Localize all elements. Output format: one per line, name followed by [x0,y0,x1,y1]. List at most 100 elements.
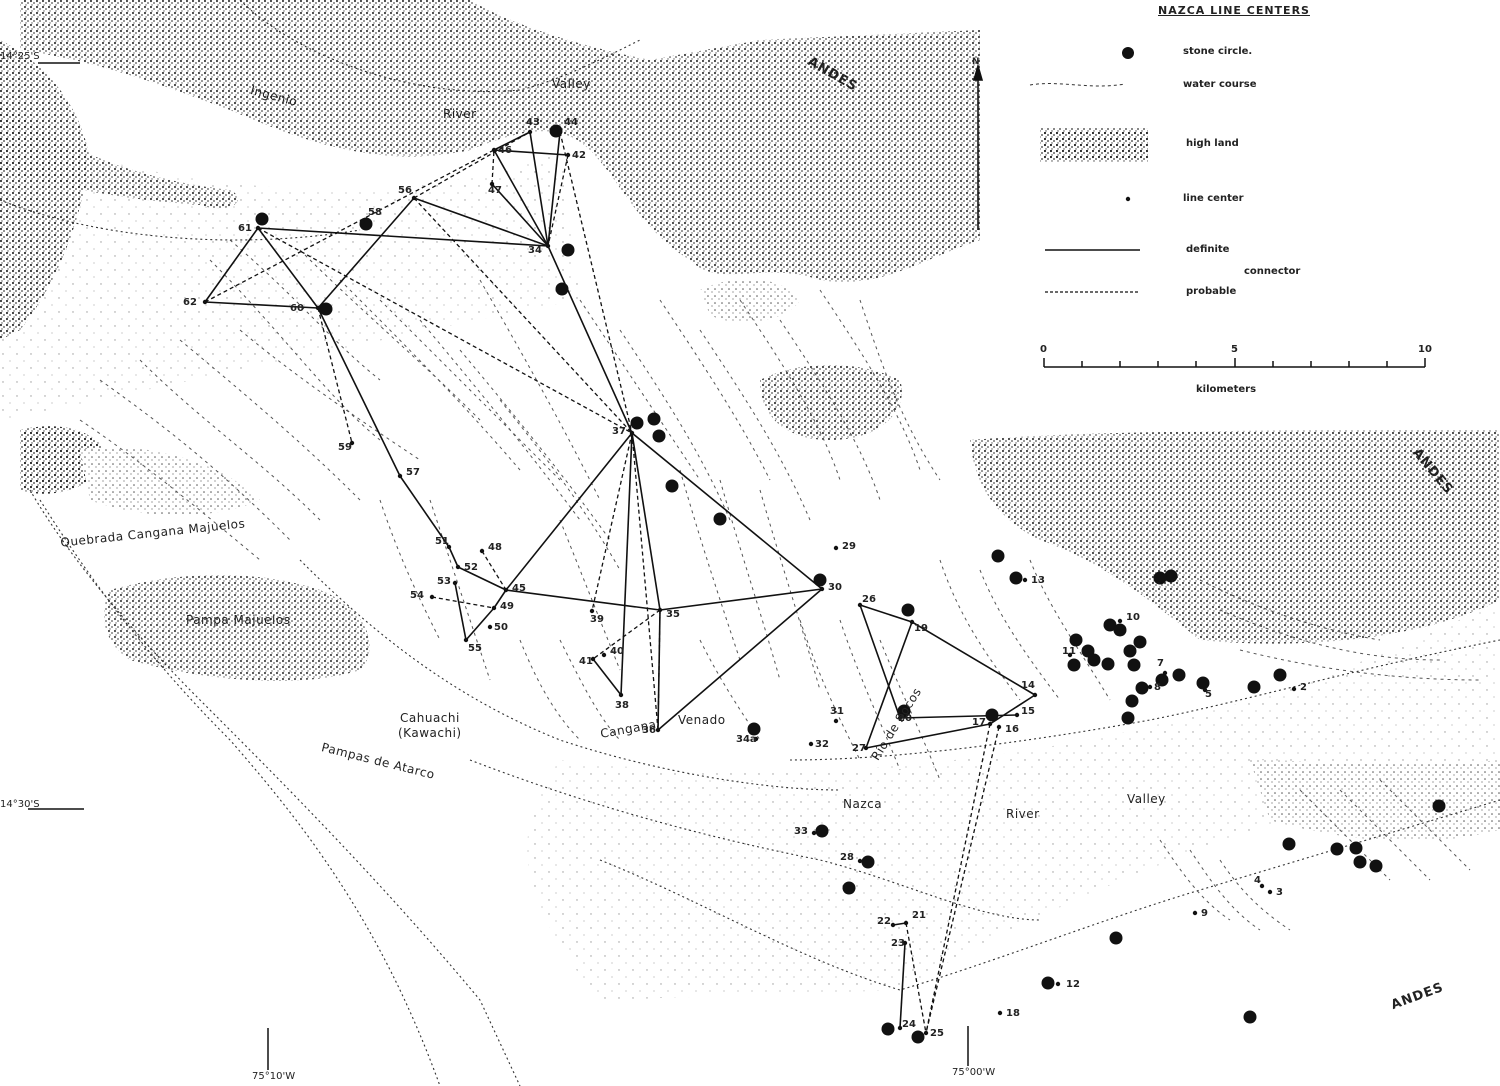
stone-circle-18 [1069,633,1083,647]
definite-connector-53-55 [454,582,467,641]
line-center-label-36: 36 [642,725,656,736]
line-center-35 [657,607,663,613]
line-center-label-22: 22 [877,916,891,927]
line-center-55 [463,637,469,643]
probable-connector-44-37 [559,131,633,434]
line-center-label-18: 18 [1006,1008,1020,1019]
valley-label-top: Valley [552,77,591,91]
line-center-label-52: 52 [464,562,478,573]
line-center-label-24: 24 [902,1019,916,1030]
line-center-label-15: 15 [1021,706,1035,717]
stone-circle-38 [861,855,875,869]
stone-circle-12 [1009,571,1023,585]
line-center-60 [315,305,321,311]
line-center-label-61: 61 [238,223,252,234]
line-center-label-37: 37 [612,426,626,437]
line-center-label-49: 49 [500,601,514,612]
water-course-5 [99,379,291,541]
water-course-2 [239,329,421,461]
stone-circle-32 [1172,668,1186,682]
latitude-label-top: 14°25'S [0,51,40,62]
water-course-21 [679,469,741,661]
definite-connector-61-60 [257,227,319,309]
line-center-label-55: 55 [468,643,482,654]
definite-connector-61-62 [204,227,259,303]
water-courses [79,239,1481,931]
stone-circle-8 [665,479,679,493]
line-center-label-50: 50 [494,622,508,633]
water-course-29 [1029,559,1111,701]
line-center-33 [811,830,817,836]
stone-circles [255,124,1446,1044]
definite-connector-47-34 [491,183,549,247]
probable-connector-47-46 [491,149,495,185]
longitude-label-left: 75°10'W [252,1071,296,1082]
line-center-label-11: 11 [1062,646,1076,657]
water-course-25 [839,619,901,771]
line-center-41 [590,656,596,662]
definite-connector-27-17 [865,723,991,749]
line-center-label-28: 28 [840,852,854,863]
stone-circle-39 [842,881,856,895]
line-center-label-62: 62 [183,297,197,308]
legend-line-center-symbol [1125,196,1131,202]
scale-bar [1043,358,1426,368]
line-center-label-2: 2 [1300,682,1307,693]
scale-label-10: 10 [1418,344,1432,355]
water-course-45 [559,519,621,671]
line-center-label-12: 12 [1066,979,1080,990]
line-center-36 [655,727,661,733]
stone-circle-25 [1123,644,1137,658]
definite-connector-51-52 [448,546,459,568]
water-course-28 [979,569,1061,701]
line-center-label-31: 31 [830,706,844,717]
stone-circle-29 [1125,694,1139,708]
stone-circle-2 [319,302,333,316]
line-center-label-26: 26 [862,594,876,605]
stone-circle-24 [1113,623,1127,637]
north-label: N [972,57,980,67]
stone-circle-4 [555,282,569,296]
water-course-10 [419,319,581,521]
venado-label: Venado [678,713,726,727]
line-center-label-34: 34 [528,245,542,256]
line-center-38 [618,692,624,698]
line-center-label-23: 23 [891,938,905,949]
legend-high-land-symbol [1040,128,1148,162]
stone-circle-6 [647,412,661,426]
stone-circle-45 [1432,799,1446,813]
definite-connector-41-38 [592,658,622,696]
line-center-label-57: 57 [406,467,420,478]
definite-connector-26-19 [859,604,913,623]
water-course-6 [79,419,261,561]
definite-connector-37-30 [631,432,823,590]
definite-connector-35-30 [659,588,823,611]
line-center-4 [1259,883,1265,889]
nazca-label: Nazca [843,797,883,811]
longitude-label-right: 75°00'W [952,1067,996,1078]
line-center-label-56: 56 [398,185,412,196]
probable-connector-62-46 [204,149,495,303]
line-center-label-25: 25 [930,1028,944,1039]
water-course-11 [459,349,611,541]
line-center-3 [1267,889,1273,895]
line-center-label-38: 38 [615,700,629,711]
definite-connector-23-24 [899,942,906,1029]
water-course-1 [209,259,381,441]
water-course-24 [799,619,861,761]
kawachi-label: (Kawachi) [398,726,462,740]
stone-circle-31 [1155,673,1169,687]
definite-connector-45-49 [493,589,507,609]
line-center-11 [1067,652,1073,658]
line-center-10 [1117,618,1123,624]
stone-circle-30 [1121,711,1135,725]
line-center-label-14: 14 [1021,680,1035,691]
line-center-label-9: 9 [1201,908,1208,919]
line-center-42 [565,152,571,158]
water-course-22 [719,479,781,681]
line-center-21 [903,920,909,926]
line-centers [202,129,1297,1036]
water-course-27 [939,559,1021,701]
stone-circle-22 [1101,657,1115,671]
definite-connector-60-57 [317,307,401,477]
